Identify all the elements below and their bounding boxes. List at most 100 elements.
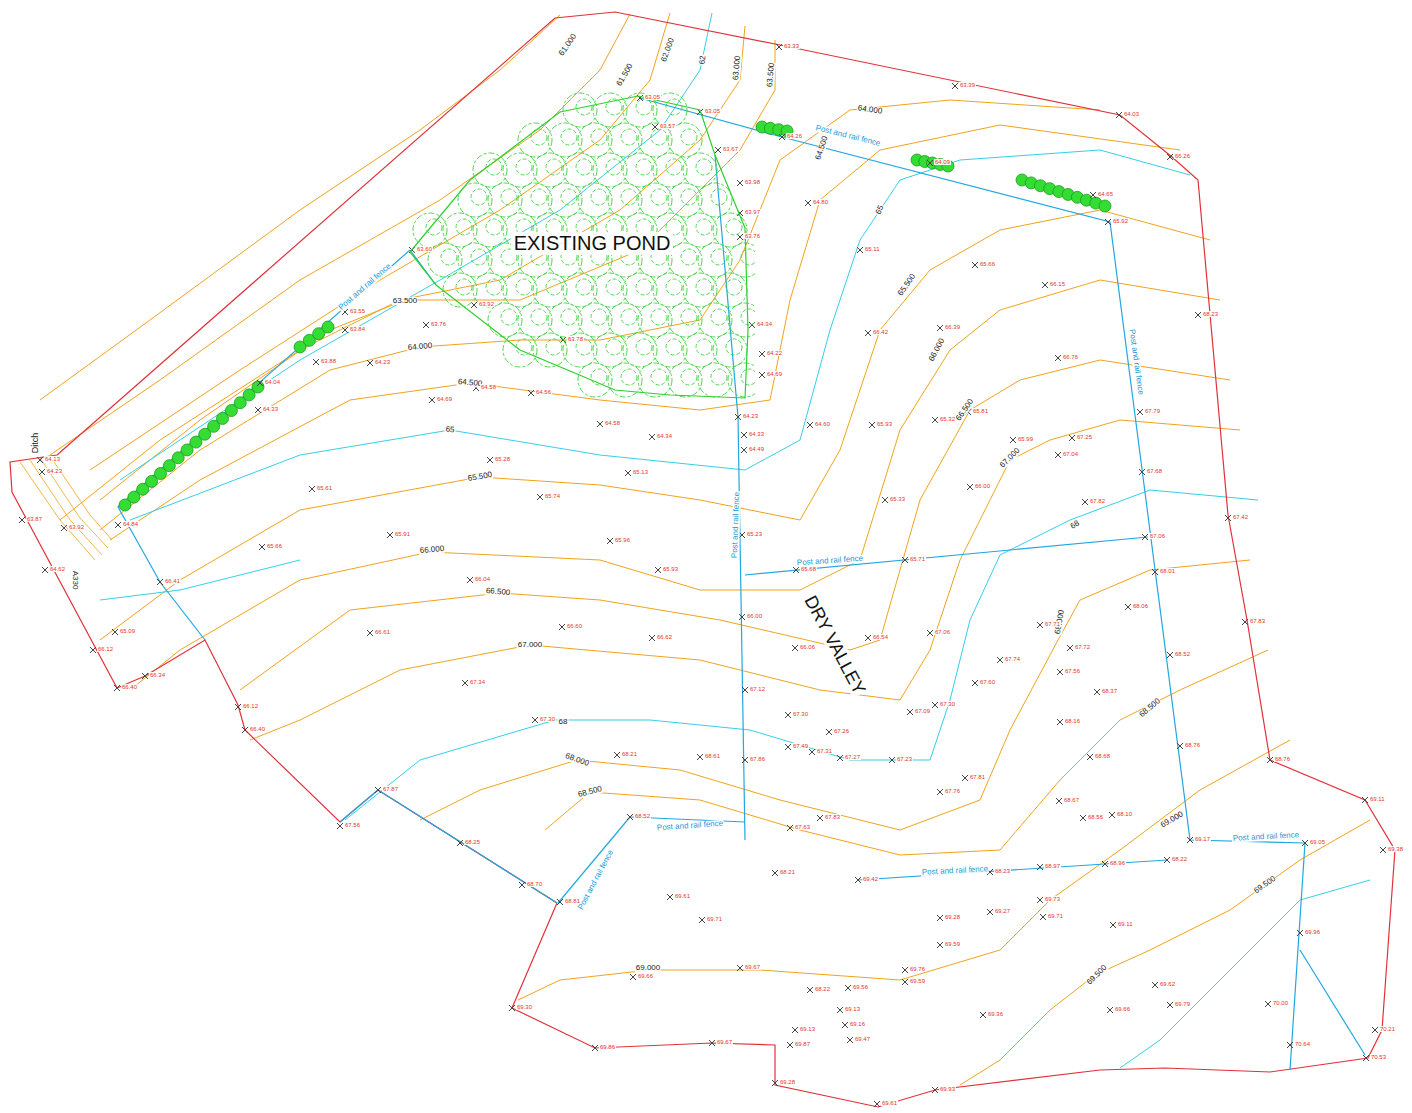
spot-height: 69.86 [599, 1044, 616, 1050]
spot-mark [537, 494, 543, 500]
contour-label: 69.000 [1159, 810, 1186, 830]
pond-vegetation [713, 213, 747, 247]
spot-height: 63.92 [478, 301, 495, 307]
spot-height: 64.69 [436, 396, 453, 402]
spot-height: 66.42 [872, 329, 889, 335]
site-boundary [10, 12, 1395, 1107]
spot-mark [429, 397, 435, 403]
fence-line [715, 155, 745, 840]
spot-height: 69.16 [849, 1021, 866, 1027]
pond-vegetation [546, 339, 562, 355]
spot-mark [772, 870, 778, 876]
fence-line [118, 250, 410, 640]
spot-height: 65.28 [494, 456, 511, 462]
spot-height: 68.23 [994, 868, 1011, 874]
spot-height: 67.87 [382, 786, 399, 792]
pond-vegetation [683, 333, 717, 367]
pond-vegetation [531, 129, 547, 145]
pond-vegetation [711, 189, 727, 205]
pond-vegetation [563, 333, 597, 367]
spot-height: 69.28 [944, 914, 961, 920]
spot-height: 67.86 [749, 756, 766, 762]
spot-height: 63.98 [744, 179, 761, 185]
ditch-hatching [20, 462, 95, 560]
spot-mark [1109, 812, 1115, 818]
spot-height: 69.28 [779, 1079, 796, 1085]
spot-height: 63.67 [722, 146, 739, 152]
spot-height: 69.71 [1047, 913, 1064, 919]
spot-height: 67.83 [1249, 618, 1266, 624]
spot-mark [1037, 897, 1043, 903]
spot-height: 63.55 [349, 308, 366, 314]
pond-vegetation [501, 309, 517, 325]
contour-label: 62.000 [660, 36, 677, 64]
spot-mark [1082, 499, 1088, 505]
pond-vegetation [576, 159, 592, 175]
contour-label: 67.000 [998, 446, 1022, 470]
spot-height: 69.05 [1309, 839, 1326, 845]
pond-vegetation [503, 153, 537, 187]
spot-mark [142, 673, 148, 679]
spot-height: 66.41 [164, 578, 181, 584]
spot-height: 69.96 [1304, 929, 1321, 935]
spot-height: 65.66 [979, 261, 996, 267]
contour-label: 68.000 [563, 752, 591, 769]
spot-mark [1152, 569, 1158, 575]
spot-mark [759, 351, 765, 357]
spot-height: 65.71 [909, 556, 926, 562]
ditch-hatching [30, 460, 102, 555]
pond-vegetation [606, 159, 622, 175]
pond-vegetation [518, 183, 552, 217]
contour-line-major [100, 13, 1370, 1068]
spot-mark [927, 160, 933, 166]
spot-mark [37, 457, 43, 463]
pond-vegetation [623, 333, 657, 367]
spot-mark [937, 915, 943, 921]
spot-mark [937, 942, 943, 948]
spot-height: 67.30 [939, 701, 956, 707]
pond-vegetation [561, 129, 577, 145]
contour-line-major [1120, 880, 1370, 1068]
spot-height: 69.11 [1369, 796, 1386, 802]
ditch-hatching [20, 456, 112, 560]
pond-vegetation [548, 183, 582, 217]
pond-vegetation [638, 183, 672, 217]
fence-label: Post and rail fence [1232, 831, 1301, 843]
spot-mark [902, 557, 908, 563]
contour-line [250, 420, 1240, 740]
spot-mark [962, 775, 968, 781]
pond-vegetation [591, 369, 607, 385]
spot-mark [741, 432, 747, 438]
spot-mark [337, 823, 343, 829]
spot-mark [61, 525, 67, 531]
spot-mark [90, 647, 96, 653]
fence-label: Post and rail fence [921, 865, 990, 877]
spot-mark [907, 709, 913, 715]
spot-height: 67.60 [979, 679, 996, 685]
spot-mark [1242, 619, 1248, 625]
spot-mark [699, 917, 705, 923]
spot-height: 69.27 [994, 908, 1011, 914]
spot-mark [462, 680, 468, 686]
spot-height: 70.21 [1379, 1026, 1396, 1032]
spot-mark [259, 544, 265, 550]
spot-mark [559, 624, 565, 630]
spot-height: 63.88 [320, 358, 337, 364]
contour-label: 68.500 [576, 785, 604, 800]
spot-height: 69.13 [799, 1026, 816, 1032]
spot-mark [630, 974, 636, 980]
spot-height: 66.61 [374, 629, 391, 635]
spot-mark [739, 614, 745, 620]
spot-mark [1225, 515, 1231, 521]
spot-height: 67.56 [344, 822, 361, 828]
spot-height: 68.61 [704, 753, 721, 759]
contour-label: 61.000 [557, 32, 579, 58]
spot-mark [627, 814, 633, 820]
spot-height: 65.23 [746, 531, 763, 537]
pond-vegetation [518, 123, 552, 157]
spot-height: 64.58 [480, 384, 497, 390]
contour-line [545, 650, 1268, 855]
pond-vegetation [546, 279, 562, 295]
contour-label: 62 [699, 54, 708, 66]
spot-mark [932, 1087, 938, 1093]
